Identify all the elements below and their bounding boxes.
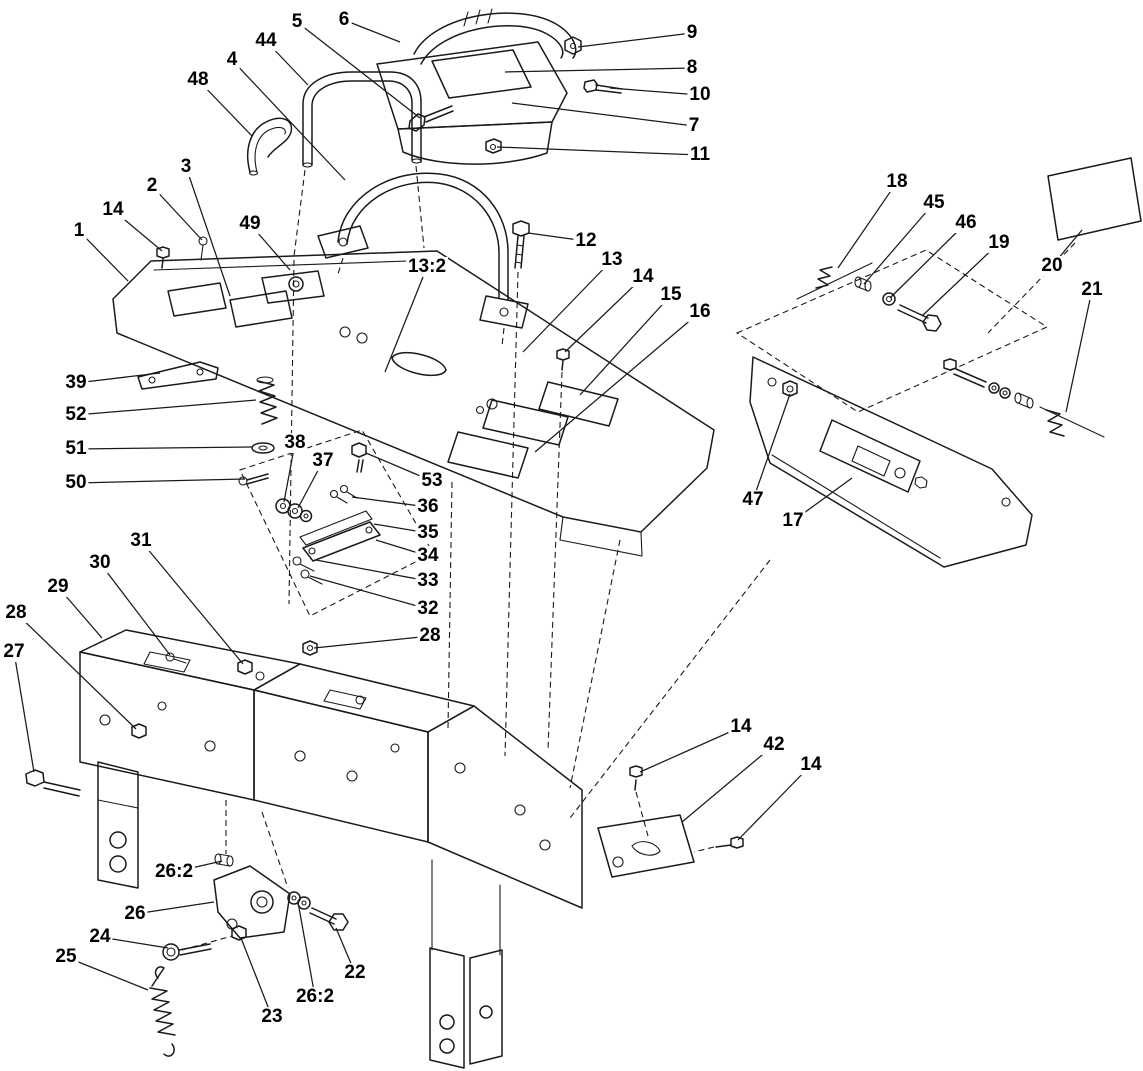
- part-number-12: 12: [573, 230, 599, 252]
- part-number-37: 37: [310, 450, 336, 472]
- upper-u-handle: [293, 71, 425, 257]
- part-number-31: 31: [128, 530, 154, 552]
- part-number-44: 44: [253, 30, 279, 52]
- part-number-7: 7: [686, 115, 702, 137]
- lever-linkage-assembly: [149, 800, 349, 1057]
- part-number-4: 4: [224, 49, 240, 71]
- part-number-1: 1: [71, 220, 87, 242]
- part-number-13: 13: [599, 249, 625, 271]
- part-number-34: 34: [415, 545, 441, 567]
- upper-console-assembly: [376, 8, 623, 165]
- part-number-49: 49: [237, 213, 263, 235]
- part-number-50: 50: [63, 472, 89, 494]
- part-number-25: 25: [53, 946, 79, 968]
- part-number-35: 35: [415, 522, 441, 544]
- part-number-15: 15: [658, 284, 684, 306]
- part-number-13-2: 13:2: [405, 256, 449, 278]
- part-number-16: 16: [687, 301, 713, 323]
- part-number-24: 24: [87, 926, 113, 948]
- part-number-45: 45: [921, 192, 947, 214]
- part-number-26-2: 26:2: [152, 861, 196, 883]
- part-number-2: 2: [144, 175, 160, 197]
- mounting-bracket: [597, 765, 744, 878]
- part-number-29: 29: [45, 576, 71, 598]
- lower-u-handle: [317, 172, 529, 347]
- part-number-51: 51: [63, 438, 89, 460]
- part-number-39: 39: [63, 372, 89, 394]
- part-number-28: 28: [417, 625, 443, 647]
- part-number-53: 53: [419, 470, 445, 492]
- part-number-28: 28: [3, 602, 29, 624]
- part-number-14: 14: [728, 716, 754, 738]
- control-panel: [112, 236, 715, 789]
- part-number-20: 20: [1039, 255, 1065, 277]
- part-number-36: 36: [415, 496, 441, 518]
- part-number-17: 17: [780, 510, 806, 532]
- part-number-30: 30: [87, 552, 113, 574]
- part-number-26: 26: [122, 903, 148, 925]
- part-number-46: 46: [953, 212, 979, 234]
- part-number-3: 3: [178, 156, 194, 178]
- part-number-14: 14: [630, 266, 656, 288]
- part-number-9: 9: [684, 22, 700, 44]
- part-number-14: 14: [798, 754, 824, 776]
- part-number-48: 48: [185, 69, 211, 91]
- part-number-19: 19: [986, 232, 1012, 254]
- part-number-14: 14: [100, 199, 126, 221]
- part-number-5: 5: [289, 11, 305, 33]
- part-number-38: 38: [282, 432, 308, 454]
- bent-rod: [246, 117, 293, 176]
- part-number-6: 6: [336, 9, 352, 31]
- part-number-27: 27: [1, 641, 27, 663]
- part-number-18: 18: [884, 171, 910, 193]
- part-number-33: 33: [415, 570, 441, 592]
- carriage-bolt: [504, 220, 530, 757]
- part-number-52: 52: [63, 404, 89, 426]
- part-number-26-2: 26:2: [293, 986, 337, 1008]
- part-number-10: 10: [687, 84, 713, 106]
- part-number-32: 32: [415, 598, 441, 620]
- part-number-42: 42: [761, 734, 787, 756]
- part-number-11: 11: [687, 144, 713, 166]
- part-number-21: 21: [1079, 279, 1105, 301]
- panel-hardware-left: [137, 361, 278, 486]
- part-number-8: 8: [684, 57, 700, 79]
- chassis-frame: [25, 629, 583, 1069]
- part-number-47: 47: [740, 489, 766, 511]
- part-number-22: 22: [342, 962, 368, 984]
- part-number-23: 23: [259, 1006, 285, 1028]
